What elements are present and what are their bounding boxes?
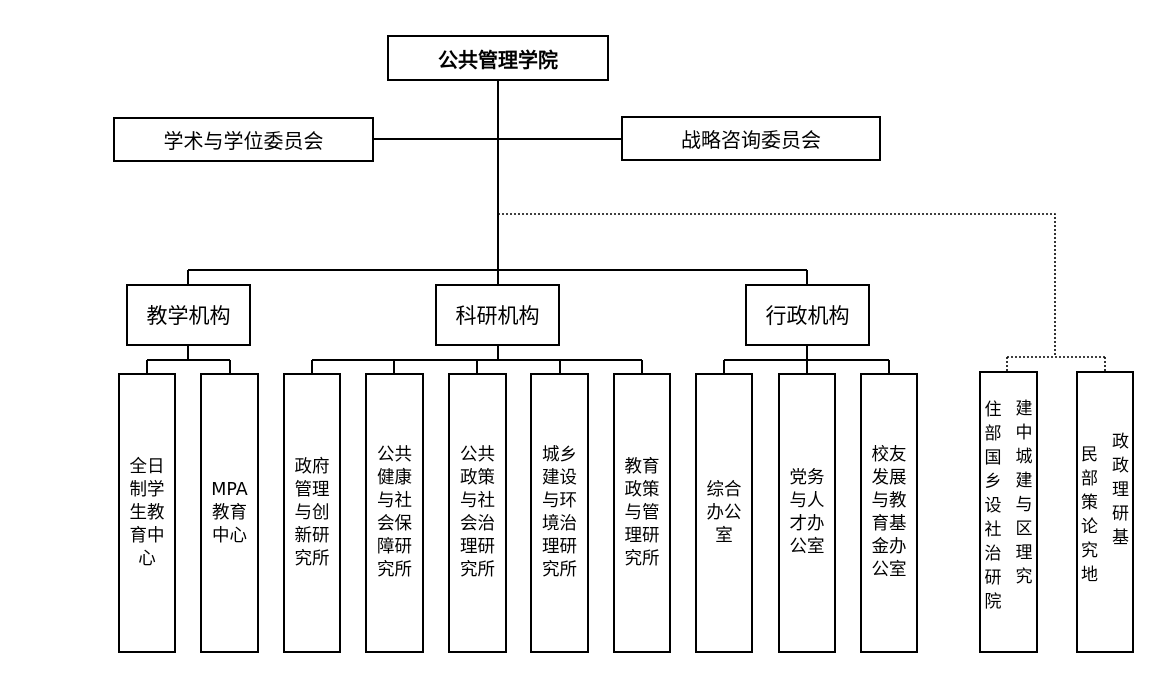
teaching-unit-label: MPA教育中心 — [211, 479, 248, 546]
dotted-affiliated-line — [498, 213, 1056, 357]
admin-unit-1: 综合办公室 — [695, 373, 753, 653]
affiliated-unit-2: 民部策论究地 政政理研基 — [1076, 371, 1134, 653]
affiliated-unit-1: 住部国乡设社治研院 建中城建与区理究 — [979, 371, 1038, 653]
admin-unit-2: 党务与人才办公室 — [778, 373, 836, 653]
teaching-unit-2: MPA教育中心 — [200, 373, 259, 653]
teaching-unit-1: 全日制学生教育中心 — [118, 373, 176, 653]
admin-unit-label: 综合办公室 — [706, 479, 742, 546]
teaching-unit-label: 全日制学生教育中心 — [129, 456, 165, 569]
teaching-branch-label: 教学机构 — [146, 304, 231, 328]
admin-unit-label: 校友发展与教育基金办公室 — [871, 445, 907, 580]
affiliated-col-2: 建中城建与区理究 — [1015, 399, 1033, 587]
research-unit-1: 政府管理与创新研究所 — [283, 373, 341, 653]
strategy-committee-label: 战略咨询委员会 — [681, 128, 821, 152]
admin-branch-label: 行政机构 — [765, 304, 850, 328]
research-unit-3: 公共政策与社会治理研究所 — [448, 373, 507, 653]
research-branch-box: 科研机构 — [435, 284, 560, 346]
admin-unit-3: 校友发展与教育基金办公室 — [860, 373, 918, 653]
affiliated-unit-columns: 民部策论究地 政政理研基 — [1081, 432, 1129, 587]
root-label: 公共管理学院 — [438, 47, 558, 72]
affiliated-col-1: 住部国乡设社治研院 — [984, 400, 1002, 612]
academic-committee-label: 学术与学位委员会 — [163, 129, 324, 153]
research-unit-label: 公共政策与社会治理研究所 — [460, 445, 495, 580]
research-unit-label: 政府管理与创新研究所 — [294, 456, 330, 569]
root-node: 公共管理学院 — [387, 35, 609, 81]
research-unit-5: 教育政策与管理研究所 — [613, 373, 671, 653]
research-unit-label: 城乡建设与环境治理研究所 — [542, 445, 577, 580]
strategy-committee-box: 战略咨询委员会 — [621, 116, 881, 161]
research-unit-label: 公共健康与社会保障研究所 — [377, 445, 412, 580]
affiliated-unit-columns: 住部国乡设社治研院 建中城建与区理究 — [985, 399, 1033, 614]
research-unit-label: 教育政策与管理研究所 — [624, 456, 660, 569]
research-unit-2: 公共健康与社会保障研究所 — [365, 373, 424, 653]
research-unit-4: 城乡建设与环境治理研究所 — [530, 373, 589, 653]
affiliated-col-1: 民部策论究地 — [1081, 445, 1098, 585]
affiliated-col-2: 政政理研基 — [1112, 432, 1129, 548]
research-branch-label: 科研机构 — [455, 304, 540, 328]
admin-branch-box: 行政机构 — [745, 284, 870, 346]
teaching-branch-box: 教学机构 — [126, 284, 251, 346]
admin-unit-label: 党务与人才办公室 — [789, 468, 825, 557]
academic-committee-box: 学术与学位委员会 — [113, 117, 374, 162]
